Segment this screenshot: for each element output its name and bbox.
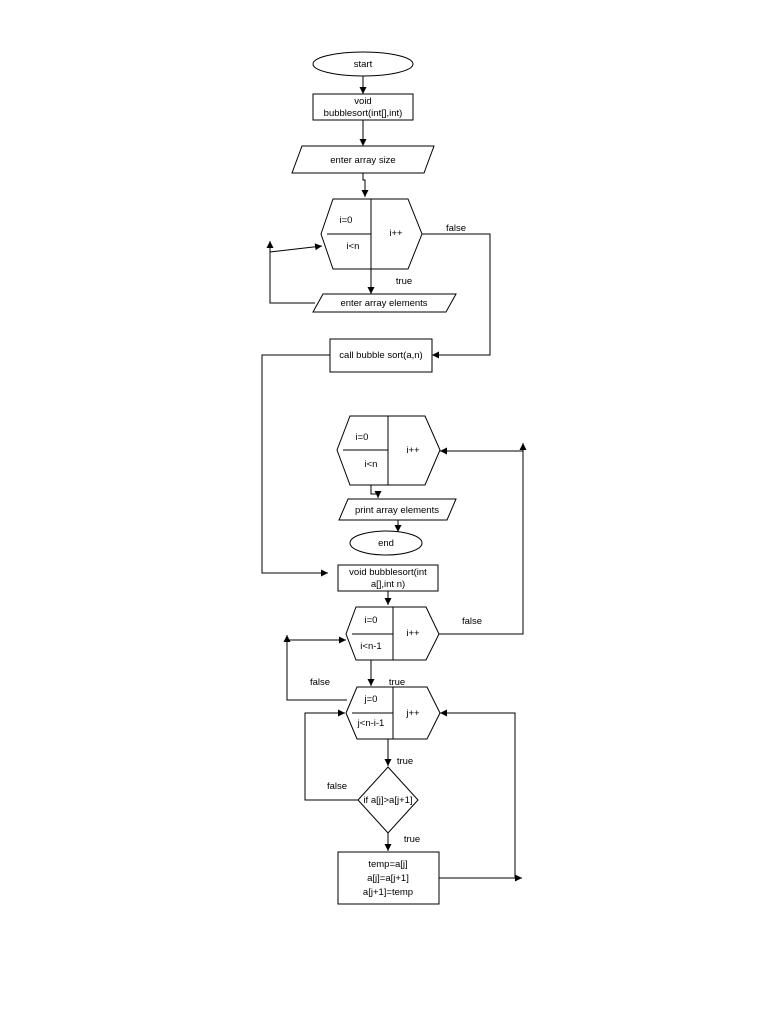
comparison-true-label: true (404, 834, 420, 845)
inner-loop-true-label: true (397, 756, 413, 767)
function-definition-box: void bubblesort(int a[],int n) (337, 564, 439, 592)
inner-loop-condition: j<n-i-1 (357, 718, 385, 729)
outer-loop-init: i=0 (365, 615, 378, 626)
call-bubble-sort-box: call bubble sort(a,n) (329, 338, 433, 373)
connectors (261, 76, 527, 882)
function-declaration-line-1: void (354, 96, 371, 107)
enter-array-elements-input: enter array elements (312, 293, 457, 313)
print-array-elements-output: print array elements (338, 498, 457, 521)
outer-loop-false-label: false (462, 616, 482, 627)
swap-process-box: temp=a[j] a[j]=a[j+1] a[j+1]=temp (337, 851, 440, 905)
inner-loop-hexagon: j=0 j<n-i-1 j++ (345, 686, 441, 740)
print-loop-condition: i<n (365, 459, 378, 470)
swap-line-2: a[j]=a[j+1] (367, 873, 409, 884)
swap-line-3: a[j+1]=temp (363, 887, 413, 898)
outer-loop-increment: i++ (406, 628, 420, 639)
function-declaration-box: void bubblesort(int[],int) (312, 93, 414, 121)
print-array-elements-label: print array elements (355, 505, 439, 516)
enter-array-elements-label: enter array elements (340, 298, 427, 309)
print-loop-increment: i++ (406, 445, 420, 456)
inner-loop-init: j=0 (364, 694, 378, 705)
inner-loop-false-label: false (310, 677, 330, 688)
call-bubble-sort-label: call bubble sort(a,n) (339, 350, 422, 361)
input-loop-false-label: false (446, 223, 466, 234)
outer-loop-condition: i<n-1 (360, 641, 381, 652)
function-definition-line-2: a[],int n) (371, 579, 405, 590)
print-loop-init: i=0 (356, 432, 369, 443)
enter-array-size-label: enter array size (330, 155, 395, 166)
comparison-false-label: false (327, 781, 347, 792)
input-loop-increment: i++ (389, 228, 403, 239)
input-loop-init: i=0 (340, 215, 353, 226)
function-declaration-line-2: bubblesort(int[],int) (324, 108, 403, 119)
outer-loop-true-label: true (389, 677, 405, 688)
swap-line-1: temp=a[j] (368, 859, 407, 870)
start-label: start (354, 59, 373, 70)
end-terminal: end (349, 530, 423, 556)
end-label: end (378, 538, 394, 549)
enter-array-size-input: enter array size (291, 145, 435, 174)
inner-loop-increment: j++ (405, 708, 420, 719)
comparison-decision-label: if a[j]>a[j+1] (363, 795, 412, 806)
input-loop-condition: i<n (347, 241, 360, 252)
function-definition-line-1: void bubblesort(int (349, 567, 427, 578)
start-terminal: start (312, 51, 414, 77)
comparison-decision: if a[j]>a[j+1] (357, 766, 419, 834)
outer-loop-hexagon: i=0 i<n-1 i++ (345, 606, 440, 661)
input-loop-hexagon: i=0 i<n i++ (320, 198, 423, 270)
print-loop-hexagon: i=0 i<n i++ (336, 415, 441, 486)
input-loop-true-label: true (396, 276, 412, 287)
